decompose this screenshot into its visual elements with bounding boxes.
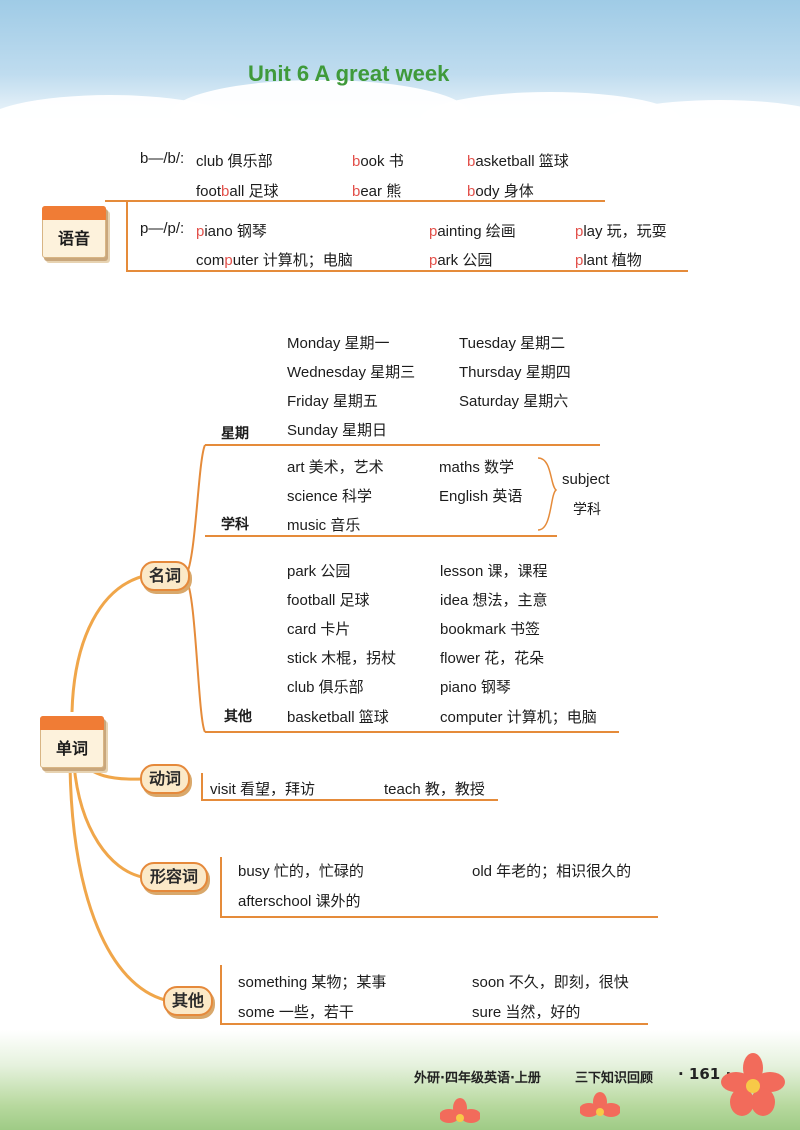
phonics-word: piano 钢琴 (196, 223, 267, 240)
footer-book-title: 外研·四年级英语·上册 (414, 1071, 541, 1086)
grass-background (0, 1030, 800, 1130)
vocab-notebook-icon: 单词 (40, 716, 104, 768)
subject-word: art 美术，艺术 (287, 459, 384, 476)
other-noun-underline (205, 731, 619, 733)
misc-word: soon 不久，即刻，很快 (472, 974, 629, 991)
noun-word: basketball 篮球 (287, 709, 389, 726)
footer-section: 三下知识回顾 (575, 1071, 654, 1086)
flower-decoration (721, 1053, 785, 1116)
week-label: 星期 (221, 426, 249, 442)
noun-word: computer 计算机；电脑 (440, 709, 597, 726)
verb-bracket (201, 773, 203, 800)
page-number: · 161 · (678, 1065, 732, 1083)
verb-word: teach 教，教授 (384, 781, 485, 798)
noun-tag: 名词 (140, 561, 190, 591)
week-word: Friday 星期五 (287, 393, 378, 410)
week-word: Monday 星期一 (287, 335, 390, 352)
noun-word: football 足球 (287, 592, 370, 609)
adjective-word: afterschool 课外的 (238, 893, 361, 910)
cloud-decoration (170, 80, 470, 150)
noun-word: piano 钢琴 (440, 679, 511, 696)
noun-word: lesson 课，课程 (440, 563, 548, 580)
subject-label: 学科 (221, 517, 249, 533)
misc-word: sure 当然，好的 (472, 1004, 581, 1021)
cloud-decoration (600, 100, 800, 150)
subject-word: music 音乐 (287, 517, 361, 534)
adjective-underline (220, 916, 658, 918)
phonics-label: 语音 (57, 229, 90, 248)
noun-word: park 公园 (287, 563, 351, 580)
subject-underline (205, 535, 557, 537)
verb-underline (201, 799, 498, 801)
b-sound-heading: b—/b/: (140, 150, 185, 167)
p-sound-heading: p—/p/: (140, 220, 185, 237)
phonics-word: park 公园 (429, 252, 493, 269)
phonics-word: bear 熊 (352, 183, 402, 200)
phonics-word: play 玩，玩耍 (575, 223, 667, 240)
other-noun-label: 其他 (224, 709, 252, 725)
verb-tag: 动词 (140, 764, 190, 794)
phonics-word: basketball 篮球 (467, 153, 569, 170)
phonics-notebook-icon: 语音 (42, 206, 106, 258)
phonics-word: club 俱乐部 (196, 153, 273, 170)
misc-word: something 某物；某事 (238, 974, 387, 991)
misc-tag: 其他 (163, 986, 213, 1016)
misc-underline (220, 1023, 648, 1025)
phonics-top-line (105, 200, 605, 202)
phonics-word: plant 植物 (575, 252, 642, 269)
noun-word: stick 木棍，拐杖 (287, 650, 397, 667)
flower-decoration (580, 1092, 620, 1117)
phonics-word: book 书 (352, 153, 404, 170)
week-word: Thursday 星期四 (459, 364, 571, 381)
phonics-word: body 身体 (467, 183, 534, 200)
phonics-word: painting 绘画 (429, 223, 516, 240)
week-word: Sunday 星期日 (287, 422, 388, 439)
noun-word: idea 想法，主意 (440, 592, 548, 609)
verb-word: visit 看望，拜访 (210, 781, 316, 798)
week-word: Tuesday 星期二 (459, 335, 566, 352)
noun-word: club 俱乐部 (287, 679, 364, 696)
week-underline (205, 444, 600, 446)
subject-word: science 科学 (287, 488, 373, 505)
vocab-label: 单词 (55, 739, 88, 758)
subject-group-label: subject (562, 471, 610, 488)
phonics-word: football 足球 (196, 183, 279, 200)
misc-bracket (220, 965, 222, 1025)
phonics-bracket (126, 201, 128, 271)
noun-word: flower 花，花朵 (440, 650, 545, 667)
adjective-word: busy 忙的，忙碌的 (238, 863, 364, 880)
week-word: Wednesday 星期三 (287, 364, 416, 381)
subject-word: English 英语 (439, 488, 523, 505)
flower-decoration (440, 1098, 480, 1123)
adjective-word: old 年老的；相识很久的 (472, 863, 632, 880)
adjective-bracket (220, 857, 222, 917)
subject-group-label-cn: 学科 (573, 502, 601, 518)
adjective-tag: 形容词 (140, 862, 208, 892)
phonics-word: computer 计算机；电脑 (196, 252, 353, 269)
phonics-bottom-line (126, 270, 688, 272)
page-title: Unit 6 A great week (248, 61, 450, 86)
noun-word: card 卡片 (287, 621, 351, 638)
noun-word: bookmark 书签 (440, 621, 541, 638)
subject-word: maths 数学 (439, 459, 515, 476)
week-word: Saturday 星期六 (459, 393, 569, 410)
misc-word: some 一些，若干 (238, 1004, 354, 1021)
